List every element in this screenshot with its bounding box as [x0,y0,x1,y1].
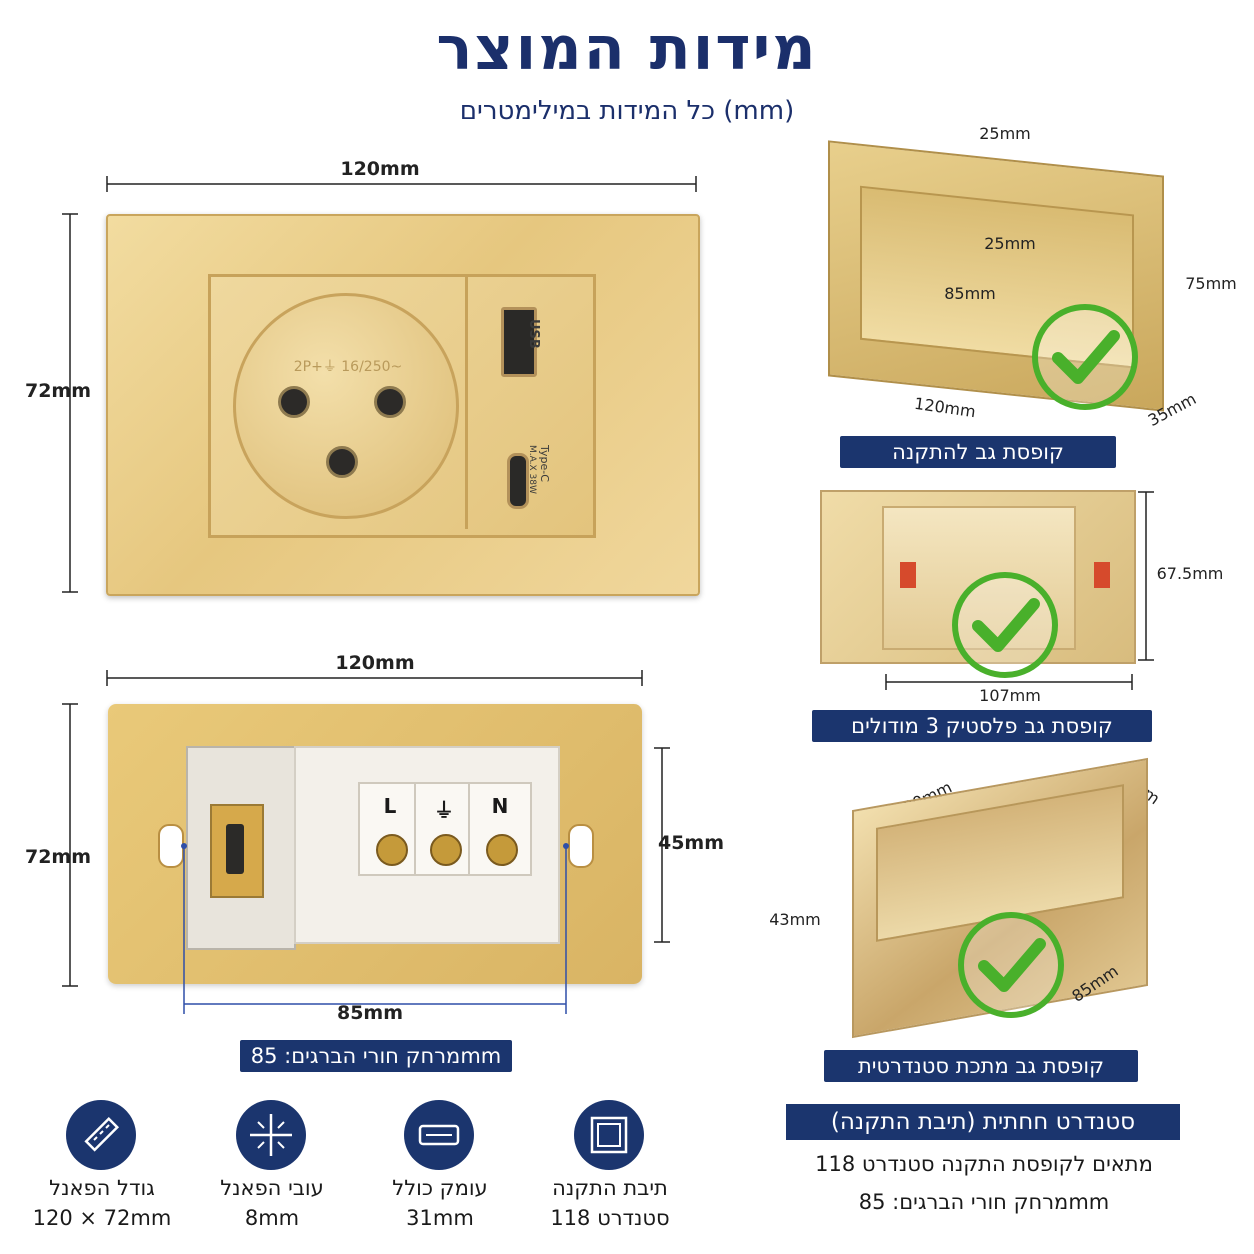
box1-check-icon [1032,304,1138,410]
spec-1-label: עובי הפאנל [220,1176,324,1200]
screw-distance-label: 85mm [336,1002,404,1024]
back-width-label: 120mm [335,652,415,674]
terminal-l-label: L [383,794,397,818]
panel-divider [465,277,468,529]
front-height-label: 72mm [24,380,92,402]
spec-0-value: 120 × 72mm [32,1206,172,1230]
spec-row: גודל הפאנל 120 × 72mm עובי הפאנל 8mm עומ… [0,1100,760,1250]
box2-width-line [885,674,1133,690]
back-inner-height-line [654,747,670,943]
screw-distance-line [181,843,569,1014]
terminal-ground-label: ⏚ [434,798,454,822]
spec-1-value: 8mm [244,1206,300,1230]
box2-caption: קופסת גב פלסטיק 3 מודולים [812,710,1152,742]
standard-title: סטנדרט חחתית (תיבת התקנה) [786,1104,1180,1140]
usb-a-label: USB [526,319,541,349]
terminal-n-label: N [491,794,509,818]
terminal-n-screw[interactable] [486,834,518,866]
front-inner-frame: 2P+⏚ 16/250~ USB Type-C M.A.X 38W [208,274,596,538]
usb-c-sub-label: M.A.X 38W [527,445,537,494]
screw-slot-left [158,824,184,868]
hdmi-module [186,746,296,950]
back-height-dimension-line [62,703,78,987]
spec-0-label: גודל הפאנל [49,1176,155,1200]
spec-2-label: עומק כולל [392,1176,488,1200]
box2-clip-left [900,562,916,588]
screw-distance-caption: מרחק חורי הברגים: 85mm [240,1040,512,1072]
terminal-n: N [468,782,532,876]
back-panel: L ⏚ N [108,704,642,984]
back-inner-height-label: 45mm [657,832,725,854]
socket-hole-left [278,386,310,418]
socket-module: L ⏚ N [294,746,560,944]
ruler-icon [66,1100,136,1170]
front-width-label: 120mm [340,158,420,180]
box2-clip-right [1094,562,1110,588]
page-subtitle: כל המידות במילימטרים (mm) [459,96,795,126]
back-height-label: 72mm [24,846,92,868]
front-panel: 2P+⏚ 16/250~ USB Type-C M.A.X 38W [106,214,700,596]
thickness-icon [236,1100,306,1170]
socket-marking: 2P+⏚ 16/250~ [293,359,403,375]
box1-top-label-1: 25mm [979,124,1031,143]
box2-height-label: 67.5mm [1156,564,1224,583]
box1-top-label-2: 25mm [984,234,1036,253]
usb-c-label: Type-C [538,445,551,482]
box-frame-icon [574,1100,644,1170]
depth-icon [404,1100,474,1170]
standard-line-2: מרחק חורי הברגים: 85mm [858,1190,1110,1214]
usb-a-port[interactable] [501,307,537,377]
hdmi-port[interactable] [210,804,264,898]
socket-hole-right [374,386,406,418]
power-socket[interactable]: 2P+⏚ 16/250~ [233,293,459,519]
spec-2-value: 31mm [406,1206,474,1230]
box2-width-label: 107mm [979,686,1041,705]
terminal-l-screw[interactable] [376,834,408,866]
box1-width-label: 120mm [913,393,977,422]
back-width-dimension-line [106,670,643,686]
box1-height-label: 75mm [1185,274,1237,293]
socket-hole-ground [326,446,358,478]
box2-check-icon [952,572,1058,678]
usb-c-port[interactable] [507,453,529,509]
terminal-ground-screw[interactable] [430,834,462,866]
front-height-dimension-line [62,213,78,593]
spec-3-label: תיבת התקנה [552,1176,668,1200]
standard-line-1: מתאים לקופסת התקנה סטנדרט 118 [815,1152,1153,1176]
hdmi-slot [226,824,244,874]
screw-slot-right [568,824,594,868]
front-width-dimension-line [106,176,697,192]
terminal-l: L [358,782,422,876]
box3-caption: קופסת גב מתכת סטנדרטית [824,1050,1138,1082]
box2-height-line [1138,491,1154,661]
box3-check-icon [958,912,1064,1018]
box3-height-label: 43mm [769,910,821,929]
box1-caption: קופסת גב להתקנה [840,436,1116,468]
spec-3-value: 118 סטנדרט [550,1206,670,1230]
box1-inner-label: 85mm [944,284,996,303]
page-title: מידות המוצר [436,14,818,84]
